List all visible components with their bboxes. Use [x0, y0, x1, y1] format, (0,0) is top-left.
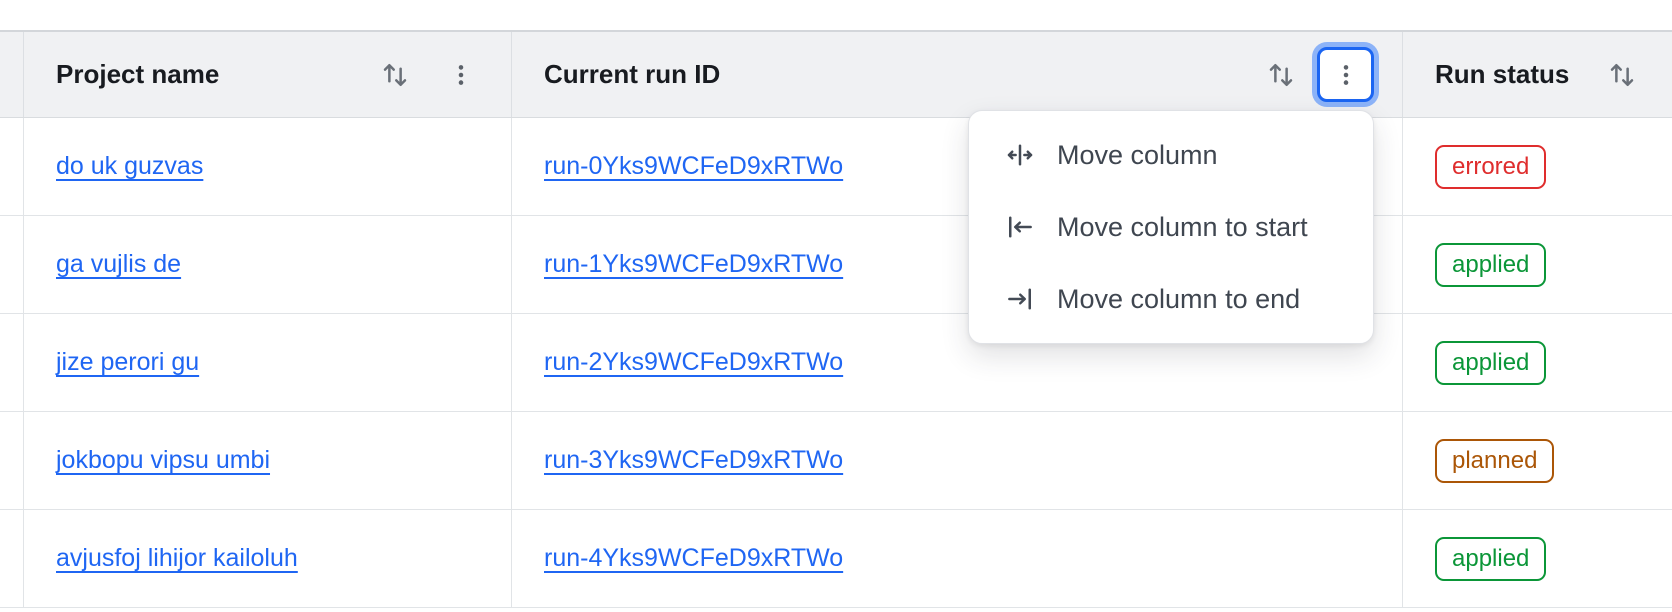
- table-row: avjusfoj lihijor kailoluh run-4Yks9WCFeD…: [0, 510, 1672, 608]
- sort-arrows-icon: [383, 63, 407, 86]
- run-id-link[interactable]: run-4Yks9WCFeD9xRTWo: [544, 544, 844, 572]
- project-name-cell: ga vujlis de: [24, 216, 512, 313]
- current-run-id-cell: run-4Yks9WCFeD9xRTWo: [512, 510, 1403, 607]
- column-label-current-run-id: Current run ID: [544, 59, 721, 89]
- run-id-link[interactable]: run-0Yks9WCFeD9xRTWo: [544, 152, 844, 180]
- table-row: do uk guzvas run-0Yks9WCFeD9xRTWo errore…: [0, 118, 1672, 216]
- column-context-menu: Move column Move column to start Move co…: [968, 110, 1374, 344]
- gutter-cell: [0, 412, 24, 509]
- run-id-link[interactable]: run-1Yks9WCFeD9xRTWo: [544, 250, 844, 278]
- project-name-cell: jokbopu vipsu umbi: [24, 412, 512, 509]
- run-status-badge: planned: [1435, 438, 1555, 483]
- project-name-cell: jize perori gu: [24, 314, 512, 411]
- current-run-id-cell: run-2Yks9WCFeD9xRTWo: [512, 314, 1403, 411]
- project-link[interactable]: jize perori gu: [56, 348, 200, 376]
- sort-button-project-name[interactable]: [373, 53, 417, 97]
- run-status-badge: applied: [1435, 536, 1547, 581]
- kebab-menu-icon: [458, 64, 464, 85]
- run-status-badge: errored: [1435, 144, 1547, 189]
- gutter-cell: [0, 510, 24, 607]
- gutter-cell: [0, 118, 24, 215]
- current-run-id-cell: run-0Yks9WCFeD9xRTWo: [512, 118, 1403, 215]
- move-column-start-icon: [1009, 216, 1032, 238]
- kebab-menu-icon: [1343, 64, 1348, 85]
- move-column-icon: [1007, 144, 1033, 166]
- run-id-link[interactable]: run-3Yks9WCFeD9xRTWo: [544, 446, 844, 474]
- projects-table: Project name Current run ID: [0, 30, 1672, 608]
- current-run-id-cell: run-1Yks9WCFeD9xRTWo: [512, 216, 1403, 313]
- sort-button-current-run-id[interactable]: [1259, 53, 1303, 97]
- table-body: do uk guzvas run-0Yks9WCFeD9xRTWo errore…: [0, 118, 1672, 608]
- run-status-badge: applied: [1435, 242, 1547, 287]
- table-header-row: Project name Current run ID: [0, 30, 1672, 118]
- table-row: ga vujlis de run-1Yks9WCFeD9xRTWo applie…: [0, 216, 1672, 314]
- kebab-menu-button-current-run-id[interactable]: [1317, 47, 1374, 102]
- run-status-cell: errored: [1403, 118, 1672, 215]
- gutter-cell: [0, 314, 24, 411]
- current-run-id-cell: run-3Yks9WCFeD9xRTWo: [512, 412, 1403, 509]
- column-header-current-run-id: Current run ID: [512, 32, 1403, 117]
- run-status-cell: applied: [1403, 510, 1672, 607]
- sort-button-run-status[interactable]: [1600, 53, 1644, 97]
- run-status-cell: applied: [1403, 216, 1672, 313]
- menu-item-label: Move column to start: [1057, 211, 1308, 242]
- run-id-link[interactable]: run-2Yks9WCFeD9xRTWo: [544, 348, 844, 376]
- column-label-project-name: Project name: [56, 59, 220, 89]
- move-column-end-icon: [1008, 288, 1031, 310]
- sort-arrows-icon: [1269, 63, 1293, 86]
- menu-item-move-column-to-end[interactable]: Move column to end: [969, 263, 1373, 335]
- gutter-header-cell: [0, 32, 24, 117]
- project-name-cell: do uk guzvas: [24, 118, 512, 215]
- menu-item-label: Move column to end: [1057, 283, 1301, 314]
- run-status-badge: applied: [1435, 340, 1547, 385]
- menu-item-move-column[interactable]: Move column: [969, 119, 1373, 191]
- menu-item-label: Move column: [1057, 139, 1218, 170]
- project-link[interactable]: jokbopu vipsu umbi: [56, 446, 271, 474]
- project-name-cell: avjusfoj lihijor kailoluh: [24, 510, 512, 607]
- project-link[interactable]: ga vujlis de: [56, 250, 182, 278]
- gutter-cell: [0, 216, 24, 313]
- table-row: jokbopu vipsu umbi run-3Yks9WCFeD9xRTWo …: [0, 412, 1672, 510]
- column-header-run-status: Run status: [1403, 32, 1672, 117]
- sort-arrows-icon: [1610, 63, 1634, 86]
- column-label-run-status: Run status: [1435, 59, 1570, 89]
- menu-item-move-column-to-start[interactable]: Move column to start: [969, 191, 1373, 263]
- run-status-cell: applied: [1403, 314, 1672, 411]
- table-row: jize perori gu run-2Yks9WCFeD9xRTWo appl…: [0, 314, 1672, 412]
- project-link[interactable]: avjusfoj lihijor kailoluh: [56, 544, 298, 572]
- run-status-cell: planned: [1403, 412, 1672, 509]
- kebab-menu-button-project-name[interactable]: [439, 53, 483, 97]
- project-link[interactable]: do uk guzvas: [56, 152, 204, 180]
- column-header-project-name: Project name: [24, 32, 512, 117]
